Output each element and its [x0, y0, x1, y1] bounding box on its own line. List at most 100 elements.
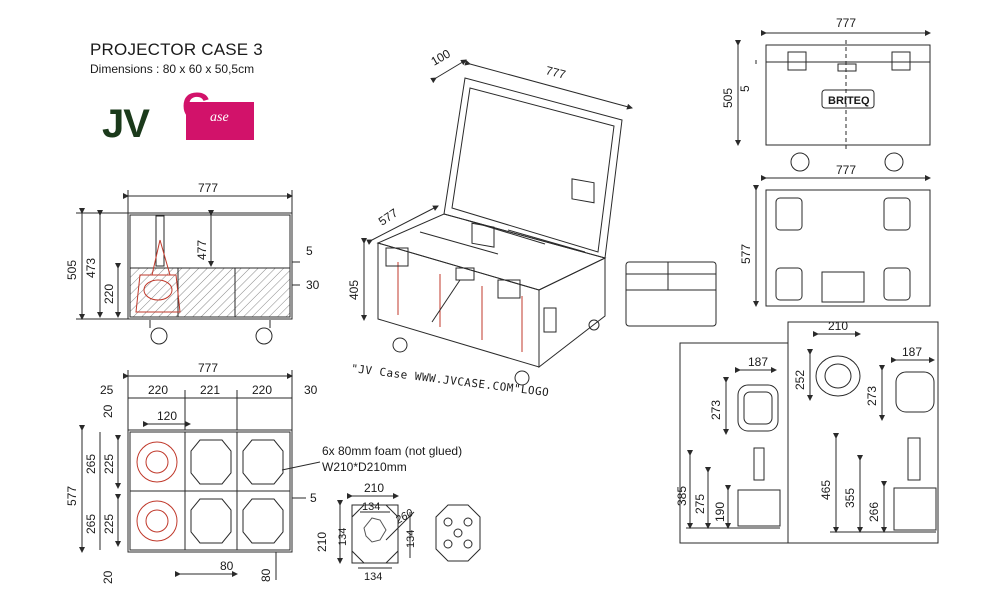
- isometric-open-case: [361, 59, 633, 386]
- dim-side-lid-depth: 477: [195, 240, 209, 260]
- dim-side-inner-height: 473: [84, 258, 98, 278]
- foam-octagons: [190, 439, 284, 544]
- foam-detail: [337, 493, 481, 569]
- dim-front-width: 777: [836, 16, 856, 30]
- drawing-title: PROJECTOR CASE 3: [90, 40, 263, 59]
- dim-proj-a-190: 190: [713, 502, 727, 522]
- side-projector-red: [135, 239, 181, 313]
- label-plate: [625, 261, 717, 327]
- iso-latch-2: [497, 279, 521, 299]
- dim-plan-section-225b: 225: [102, 514, 116, 534]
- dim-iso-lid-100: 100: [429, 46, 454, 68]
- dim-side-wall-30: 30: [306, 278, 320, 292]
- dim-proj-a-height: 273: [709, 400, 723, 420]
- dim-proj-b-465: 465: [819, 480, 833, 500]
- foam-3d-octagon: [435, 504, 481, 562]
- dim-plan-section-265a: 265: [84, 454, 98, 474]
- plan-label: [821, 271, 865, 303]
- plan-corner-1: [775, 197, 803, 231]
- logo-magenta-box: [186, 102, 254, 140]
- dim-front-height: 505: [721, 88, 735, 108]
- projector-pole-b: [907, 437, 921, 481]
- dim-side-width: 777: [198, 181, 218, 195]
- front-elevation-view: [735, 30, 931, 172]
- dim-plan-section-25: 25: [100, 383, 114, 397]
- projector-front-a: [737, 384, 779, 432]
- jv-case-logo: JV G ase: [102, 86, 262, 152]
- dim-plan-section-220b: 220: [252, 383, 272, 397]
- dim-side-height: 505: [65, 260, 79, 280]
- dim-side-gap-5: 5: [306, 244, 313, 258]
- projector-base-b: [893, 487, 937, 531]
- iso-red-partitions: [397, 262, 523, 352]
- dim-front-lid-5: 5: [738, 85, 752, 92]
- dim-foam-134-right: 134: [405, 530, 417, 548]
- projector-side-b: [895, 371, 935, 413]
- foam-note-line1: 6x 80mm foam (not glued): [322, 444, 463, 458]
- plan-corner-2: [883, 197, 911, 231]
- logo-g-letter: G: [182, 86, 212, 128]
- dim-plan-section-120: 120: [157, 409, 177, 423]
- logo-case-text: ase: [210, 110, 229, 125]
- projector-base-a: [737, 489, 781, 527]
- dim-foam-134-top: 134: [362, 501, 380, 513]
- front-case-outline: [765, 44, 931, 146]
- plan-corner-4: [883, 267, 911, 301]
- dim-iso-depth: 577: [376, 206, 401, 229]
- dim-iso-height: 405: [347, 280, 361, 300]
- dim-foam-diagonal: 260: [393, 507, 417, 528]
- dim-plan-section-30: 30: [304, 383, 318, 397]
- iso-wheel-1: [392, 337, 408, 353]
- front-wheel-right: [884, 152, 904, 172]
- side-foam-section: [129, 267, 291, 318]
- dim-plan-section-221: 221: [200, 383, 220, 397]
- projector-panel-right: [787, 321, 939, 544]
- lid-corner-1: [471, 222, 495, 248]
- dim-iso-width: 777: [544, 63, 567, 82]
- dim-foam-width: 210: [364, 481, 384, 495]
- dim-plan-section-220a: 220: [148, 383, 168, 397]
- briteq-plate: [821, 89, 875, 109]
- foam-note-line2: W210*D210mm: [322, 460, 407, 474]
- foam-detail-octagon: [351, 504, 399, 564]
- plan-section-outline: [127, 429, 293, 553]
- dim-proj-b-266: 266: [867, 502, 881, 522]
- dim-plan-depth: 577: [739, 244, 753, 264]
- iso-open-lid: [443, 77, 623, 259]
- dim-plan-section-20-bottom: 20: [101, 570, 115, 584]
- dim-foam-134-left: 134: [337, 528, 349, 546]
- iso-wheel-3: [588, 319, 600, 331]
- front-handle: [837, 63, 857, 72]
- projector-pole-a: [753, 447, 765, 481]
- side-wheel-left: [150, 327, 168, 345]
- dim-proj-a-385: 385: [675, 486, 689, 506]
- dim-proj-c-width: 187: [902, 345, 922, 359]
- dim-plan-section-265b: 265: [84, 514, 98, 534]
- dim-plan-width: 777: [836, 163, 856, 177]
- front-wheel-left: [790, 152, 810, 172]
- front-latch-right: [891, 51, 911, 71]
- projector-detail-panels: [679, 321, 939, 544]
- label-plate-outline: [625, 261, 717, 327]
- foam-note: 6x 80mm foam (not glued) W210*D210mm: [322, 443, 462, 475]
- dim-plan-section-80b: 80: [259, 568, 273, 582]
- side-stand-pole: [155, 215, 165, 267]
- drawing-dimensions: Dimensions : 80 x 60 x 50,5cm: [90, 62, 255, 76]
- plan-case-outline: [765, 189, 931, 307]
- iso-latch-1: [385, 247, 409, 267]
- dim-proj-a-width: 187: [748, 355, 768, 369]
- dim-proj-b-width: 210: [828, 319, 848, 333]
- dim-proj-b-355: 355: [843, 488, 857, 508]
- dim-proj-c-height: 273: [865, 386, 879, 406]
- dim-plan-section-225a: 225: [102, 454, 116, 474]
- iso-wheel-2: [514, 370, 530, 386]
- plan-projector-red: [136, 441, 178, 542]
- dim-foam-depth: 210: [315, 532, 329, 552]
- projector-front-b: [815, 355, 861, 397]
- side-wheel-right: [255, 327, 273, 345]
- dim-plan-section-20-top: 20: [101, 404, 115, 418]
- plan-section-view: [79, 370, 321, 580]
- dim-foam-134-bottom: 134: [364, 571, 382, 583]
- top-plan-view: [753, 175, 931, 307]
